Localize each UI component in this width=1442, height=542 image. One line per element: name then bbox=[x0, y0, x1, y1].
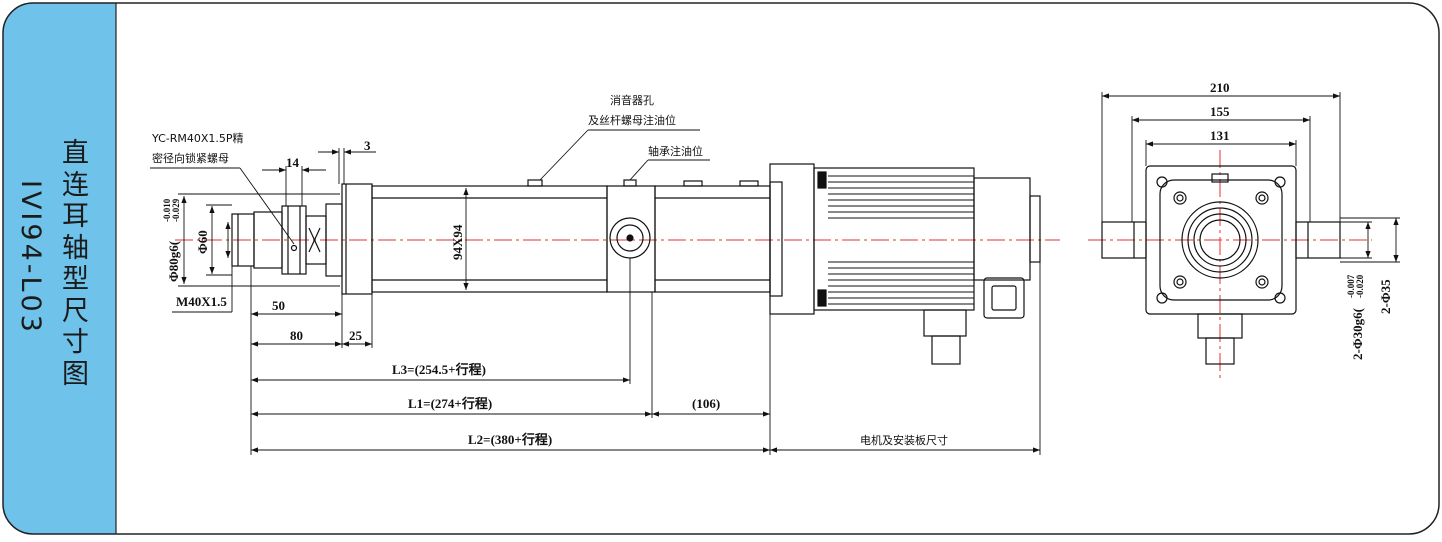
muffler-port bbox=[527, 179, 543, 187]
dim-l3: L3=(254.5+行程) bbox=[392, 362, 486, 377]
bearing-grease-port bbox=[623, 179, 637, 187]
motor-fins bbox=[828, 175, 974, 305]
dim-l1: L1=(274+行程) bbox=[408, 396, 492, 411]
side-model-text: IVI94-L03 bbox=[15, 180, 46, 335]
thread-callout-line2: 密径向锁紧螺母 bbox=[152, 151, 229, 165]
motor-clip-bottom bbox=[817, 289, 827, 307]
motor-rear-cap bbox=[973, 177, 1031, 281]
muffler-callout-line1: 消音器孔 bbox=[610, 93, 654, 107]
dim-94x94: 94X94 bbox=[450, 224, 465, 260]
dim-155: 155 bbox=[1210, 104, 1230, 119]
end-view bbox=[1088, 150, 1372, 380]
dim-phi80-tol-lower: -0.029 bbox=[171, 198, 181, 222]
dim-14: 14 bbox=[286, 155, 300, 170]
dim-phi35: 2-Φ35 bbox=[1378, 279, 1393, 314]
motor-clip-top bbox=[817, 171, 827, 189]
dim-m40: M40X1.5 bbox=[176, 294, 227, 309]
dim-phi80-tol-upper: -0.010 bbox=[162, 198, 172, 222]
motor-flange bbox=[769, 163, 815, 315]
dim-phi60: Φ60 bbox=[195, 230, 210, 254]
dim-phi30-group: 2-Φ30g6( -0.007 -0.020 bbox=[1346, 274, 1365, 360]
dim-50: 50 bbox=[272, 298, 285, 313]
dim-80: 80 bbox=[290, 328, 303, 343]
dim-phi80: Φ80g6( bbox=[166, 241, 181, 282]
side-dimensions bbox=[150, 129, 1041, 455]
trunnion-shaft-right bbox=[1295, 221, 1341, 259]
dim-motor: 电机及安装板尺寸 bbox=[860, 433, 948, 447]
trunnion-shaft-left bbox=[1101, 221, 1147, 259]
side-title-text: 直连耳轴型尺寸图 bbox=[62, 138, 89, 390]
side-title-tab bbox=[3, 3, 116, 534]
end-bore-outer bbox=[1181, 201, 1259, 279]
dim-phi30-tol-lower: -0.020 bbox=[1355, 274, 1365, 298]
dim-25: 25 bbox=[349, 328, 363, 343]
dim-phi30: 2-Φ30g6( bbox=[1350, 308, 1365, 360]
dim-phi30-tol-upper: -0.007 bbox=[1346, 274, 1356, 298]
side-view bbox=[175, 163, 1060, 365]
bearing-callout: 轴承注油位 bbox=[648, 144, 703, 158]
cylinder-body bbox=[371, 185, 608, 293]
dim-210: 210 bbox=[1210, 80, 1230, 95]
thread-callout-line1: YC-RM40X1.5P精 bbox=[151, 132, 244, 145]
motor-connector-2 bbox=[983, 277, 1025, 319]
dim-3: 3 bbox=[364, 138, 371, 153]
dim-l2: L2=(380+行程) bbox=[468, 432, 552, 447]
end-body bbox=[1159, 179, 1283, 301]
dim-106: (106) bbox=[692, 396, 720, 411]
motor-connector-1 bbox=[923, 309, 967, 337]
end-dimensions bbox=[1101, 92, 1400, 263]
muffler-callout-line2: 及丝杆螺母注油位 bbox=[588, 113, 676, 127]
motor-body bbox=[813, 167, 975, 311]
dim-phi80-group: Φ80g6( -0.010 -0.029 bbox=[162, 198, 181, 282]
rear-housing bbox=[654, 185, 771, 293]
dim-131: 131 bbox=[1210, 128, 1230, 143]
